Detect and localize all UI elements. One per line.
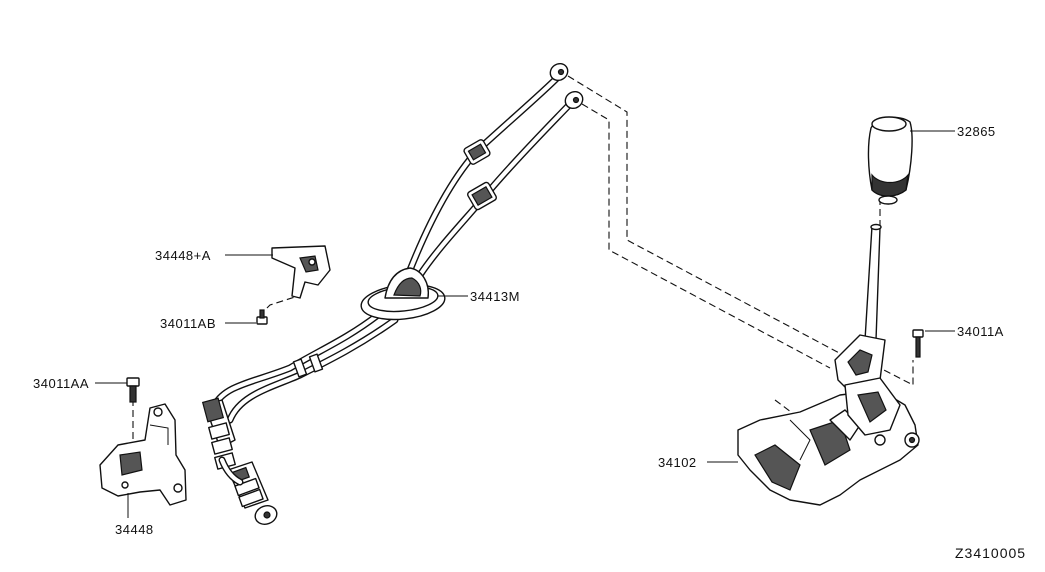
- bracket: [99, 403, 187, 506]
- label-cable-assy: 34413M: [470, 289, 520, 304]
- shift-knob: [867, 116, 913, 205]
- control-device-assembly: [737, 334, 920, 506]
- shift-cable-assembly: [201, 62, 584, 525]
- leader-lines: [95, 130, 955, 518]
- bolt-34011aa: [126, 377, 140, 403]
- label-bracket-small: 34448+A: [155, 248, 211, 263]
- label-bolt-aa: 34011AA: [33, 376, 89, 391]
- cable-clip: [463, 139, 491, 165]
- cable-end-fitting: [201, 397, 236, 470]
- bolt-34011a: [912, 329, 924, 358]
- label-control-device: 34102: [658, 455, 697, 470]
- label-bolt-ab: 34011AB: [160, 316, 216, 331]
- grommet-boot: [360, 267, 446, 321]
- label-bolt-a: 34011A: [957, 324, 1004, 339]
- shift-lever: [864, 223, 882, 341]
- label-bracket: 34448: [115, 522, 154, 537]
- bolt-34011ab: [256, 309, 268, 325]
- label-knob: 32865: [957, 124, 996, 139]
- diagram-code: Z3410005: [955, 545, 1026, 561]
- cable-end-fitting: [227, 461, 278, 525]
- cable-clip: [467, 181, 497, 211]
- bracket-small: [271, 245, 331, 299]
